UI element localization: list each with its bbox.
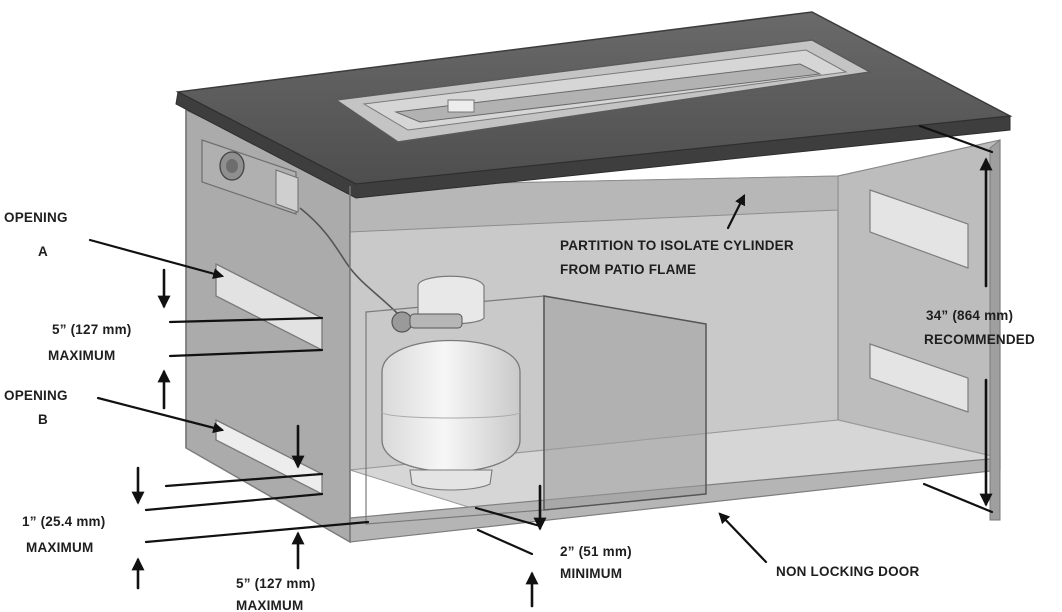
opening-a-label-line1: OPENING xyxy=(4,210,68,225)
non-locking-door-panel xyxy=(543,295,707,511)
burner-channel xyxy=(394,63,822,123)
open-a-max-line1: 5” (127 mm) xyxy=(52,322,131,337)
open-a-ext-top xyxy=(168,316,324,324)
bottom-gap-ext-top xyxy=(164,472,324,488)
tank-regulator xyxy=(391,311,413,333)
height-label-line2: RECOMMENDED xyxy=(924,332,1035,347)
bottom-open-ext xyxy=(144,520,370,544)
control-box xyxy=(201,139,399,315)
right-vent-upper xyxy=(869,189,969,269)
opening-b-label-line2: B xyxy=(38,412,48,427)
tank-foot-ring xyxy=(409,469,493,491)
tabletop xyxy=(175,11,1013,199)
door-arrow xyxy=(718,512,768,564)
bottom-gap-ext-bottom xyxy=(144,492,324,512)
door-gap-line2: MINIMUM xyxy=(560,566,622,581)
annotation-lines xyxy=(88,124,994,608)
cabinet-body xyxy=(185,108,1001,544)
bottom-gap-line2: MAXIMUM xyxy=(26,540,93,555)
opening-a-label-line2: A xyxy=(38,244,48,259)
partition-arrow xyxy=(726,194,746,230)
door-gap-line1: 2” (51 mm) xyxy=(560,544,632,559)
burner-valve xyxy=(447,99,475,113)
opening-b-label-line1: OPENING xyxy=(4,388,68,403)
open-a-ext-bottom xyxy=(168,348,324,358)
front-right-post xyxy=(989,138,1001,521)
partition-label-line1: PARTITION TO ISOLATE CYLINDER xyxy=(560,238,794,253)
height-label-line1: 34” (864 mm) xyxy=(926,308,1013,323)
door-gap-ext-bottom xyxy=(476,528,534,556)
right-vent-lower xyxy=(869,343,969,413)
right-side-wall xyxy=(837,139,1001,459)
bottom-open-line1: 5” (127 mm) xyxy=(236,576,315,591)
partition-label-line2: FROM PATIO FLAME xyxy=(560,262,696,277)
door-label: NON LOCKING DOOR xyxy=(776,564,919,579)
opening-a-arrow xyxy=(88,238,225,279)
opening-b-arrow xyxy=(96,396,225,434)
bottom-open-line2: MAXIMUM xyxy=(236,598,303,612)
propane-tank xyxy=(381,275,521,491)
door-gap-ext-top xyxy=(474,506,542,528)
height-ext-top xyxy=(918,124,994,154)
open-a-max-line2: MAXIMUM xyxy=(48,348,115,363)
labels: OPENING A 5” (127 mm) MAXIMUM OPENING B … xyxy=(4,210,1035,612)
bottom-gap-line1: 1” (25.4 mm) xyxy=(22,514,105,529)
height-ext-bottom xyxy=(922,482,994,514)
tank-body xyxy=(381,339,521,473)
tabletop-edge xyxy=(175,91,1011,199)
